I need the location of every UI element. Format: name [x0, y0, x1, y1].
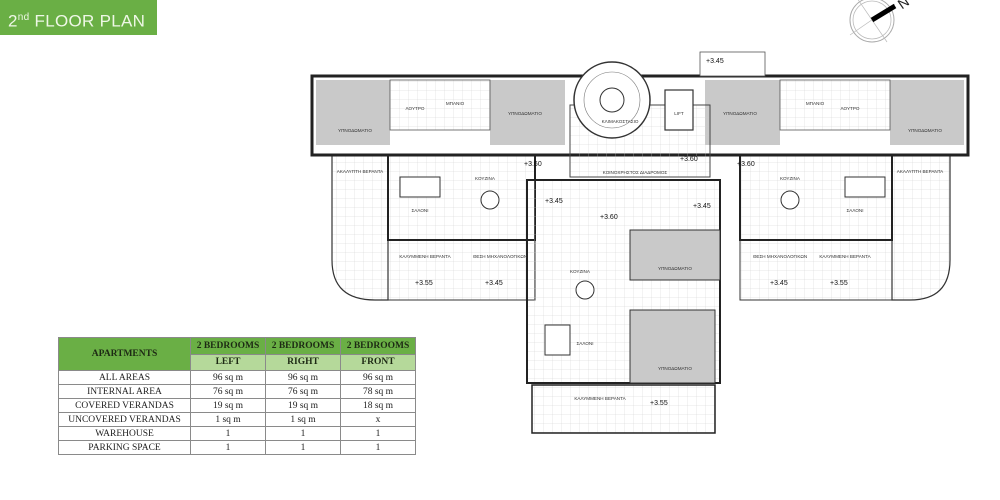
- floor-plan-drawing: ΥΠΝΟΔΩΜΑΤΙΟ ΥΠΝΟΔΩΜΑΤΙΟ ΥΠΝΟΔΩΜΑΤΙΟ ΥΠΝΟ…: [310, 51, 970, 434]
- level-mark: +3.45: [706, 58, 724, 65]
- label-bedroom-right-2: ΥΠΝΟΔΩΜΑΤΙΟ: [723, 111, 757, 116]
- label-wc-right: ΛΟΥΤΡΟ: [841, 106, 860, 111]
- label-living-right: ΣΑΛΟΝΙ: [846, 208, 863, 213]
- cell-value: 1: [265, 440, 341, 455]
- cell-value: x: [340, 412, 416, 427]
- cell-value: 1 sq m: [265, 412, 341, 427]
- cell-value: 19 sq m: [190, 398, 266, 413]
- title-ordinal-suffix: nd: [17, 12, 30, 23]
- level-mark: +3.45: [485, 280, 503, 287]
- table-header-apartments: APARTMENTS: [58, 337, 191, 371]
- label-bath-left: ΜΠΑΝΙΟ: [446, 101, 465, 106]
- level-mark: +3.55: [650, 400, 668, 407]
- cell-value: 76 sq m: [265, 384, 341, 399]
- north-arrow-icon: N: [849, 0, 912, 43]
- cell-value: 96 sq m: [340, 370, 416, 385]
- label-bedroom-right: ΥΠΝΟΔΩΜΑΤΙΟ: [908, 128, 942, 133]
- compass-label: N: [895, 0, 912, 12]
- level-mark: +3.45: [770, 280, 788, 287]
- label-stairs: ΚΛΙΜΑΚΟΣΤΑΣΙΟ: [602, 119, 639, 124]
- label-bedroom-left: ΥΠΝΟΔΩΜΑΤΙΟ: [338, 128, 372, 133]
- level-mark: +3.60: [680, 156, 698, 163]
- cell-value: 78 sq m: [340, 384, 416, 399]
- label-mechanical-left: ΘΕΣΗ ΜΗΧΑΝΟΛΟΓΙΚΩΝ: [473, 254, 527, 259]
- label-kitchen-left: ΚΟΥΖΙΝΑ: [475, 176, 496, 181]
- title-ordinal: 2: [8, 11, 18, 31]
- label-kitchen-front: ΚΟΥΖΙΝΑ: [570, 269, 591, 274]
- row-label: WAREHOUSE: [58, 426, 191, 441]
- level-mark: +3.60: [600, 214, 618, 221]
- column-type: 2 BEDROOMS: [265, 337, 341, 355]
- label-bedroom-left-2: ΥΠΝΟΔΩΜΑΤΙΟ: [508, 111, 542, 116]
- label-open-veranda-left: ΑΚΑΛΥΠΤΗ ΒΕΡΑΝΤΑ: [337, 169, 384, 174]
- row-label: UNCOVERED VERANDAS: [58, 412, 191, 427]
- label-covered-veranda-front: ΚΑΛΥΜΜΕΝΗ ΒΕΡΑΝΤΑ: [574, 396, 626, 401]
- label-covered-veranda-right: ΚΑΛΥΜΜΕΝΗ ΒΕΡΑΝΤΑ: [819, 254, 871, 259]
- label-covered-veranda-left: ΚΑΛΥΜΜΕΝΗ ΒΕΡΑΝΤΑ: [399, 254, 451, 259]
- column-type: 2 BEDROOMS: [190, 337, 266, 355]
- cell-value: 1: [340, 426, 416, 441]
- cell-value: 1: [190, 440, 266, 455]
- label-bedroom-front-2: ΥΠΝΟΔΩΜΑΤΙΟ: [658, 366, 692, 371]
- title-text: FLOOR PLAN: [34, 11, 146, 31]
- apartment-areas-table: APARTMENTS 2 BEDROOMS 2 BEDROOMS 2 BEDRO…: [58, 337, 416, 455]
- label-living-left: ΣΑΛΟΝΙ: [411, 208, 428, 213]
- cell-value: 1: [190, 426, 266, 441]
- row-label: ALL AREAS: [58, 370, 191, 385]
- column-position: FRONT: [340, 353, 416, 371]
- row-label: COVERED VERANDAS: [58, 398, 191, 413]
- label-bedroom-front: ΥΠΝΟΔΩΜΑΤΙΟ: [658, 266, 692, 271]
- cell-value: 1: [265, 426, 341, 441]
- cell-value: 96 sq m: [190, 370, 266, 385]
- label-wc-left: ΛΟΥΤΡΟ: [406, 106, 425, 111]
- cell-value: 18 sq m: [340, 398, 416, 413]
- cell-value: 96 sq m: [265, 370, 341, 385]
- label-living-front: ΣΑΛΟΝΙ: [576, 341, 593, 346]
- label-lift: LIFT: [674, 111, 684, 116]
- cell-value: 19 sq m: [265, 398, 341, 413]
- cell-value: 76 sq m: [190, 384, 266, 399]
- cell-value: 1: [340, 440, 416, 455]
- floor-plan-title: 2nd FLOOR PLAN: [0, 0, 157, 35]
- level-mark: +3.60: [524, 161, 542, 168]
- label-open-veranda-right: ΑΚΑΛΥΠΤΗ ΒΕΡΑΝΤΑ: [897, 169, 944, 174]
- label-corridor: ΚΟΙΝΟΧΡΗΣΤΟΣ ΔΙΑΔΡΟΜΟΣ: [603, 170, 668, 175]
- column-type: 2 BEDROOMS: [340, 337, 416, 355]
- column-position: LEFT: [190, 353, 266, 371]
- label-mechanical-right: ΘΕΣΗ ΜΗΧΑΝΟΛΟΓΙΚΩΝ: [753, 254, 807, 259]
- column-position: RIGHT: [265, 353, 341, 371]
- level-mark: +3.45: [545, 198, 563, 205]
- level-mark: +3.55: [415, 280, 433, 287]
- level-mark: +3.55: [830, 280, 848, 287]
- cell-value: 1 sq m: [190, 412, 266, 427]
- row-label: INTERNAL AREA: [58, 384, 191, 399]
- label-kitchen-right: ΚΟΥΖΙΝΑ: [780, 176, 801, 181]
- level-mark: +3.60: [737, 161, 755, 168]
- label-bath-right: ΜΠΑΝΙΟ: [806, 101, 825, 106]
- row-label: PARKING SPACE: [58, 440, 191, 455]
- level-mark: +3.45: [693, 203, 711, 210]
